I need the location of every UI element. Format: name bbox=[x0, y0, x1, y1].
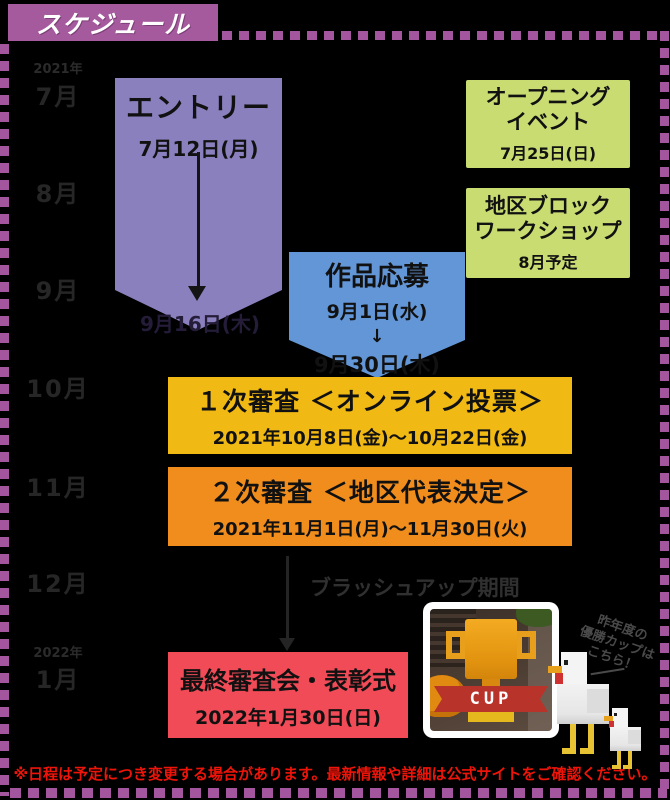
second-review-title: ２次審査 ＜地区代表決定＞ bbox=[209, 477, 531, 507]
workshop-event-card: 地区ブロック ワークショップ 8月予定 bbox=[466, 188, 630, 278]
final-ceremony-card: 最終審査会・表彰式 2022年1月30日(日) bbox=[168, 652, 408, 738]
brushup-label: ブラッシュアップ期間 bbox=[310, 576, 520, 600]
workshop-title-line2: ワークショップ bbox=[474, 218, 622, 243]
trophy-photo[interactable]: CUP bbox=[423, 602, 559, 738]
chicken-wing bbox=[628, 730, 641, 744]
trophy-base bbox=[468, 712, 514, 722]
timeline-year-2021: 2021年 bbox=[33, 62, 83, 77]
first-review-card: １次審査 ＜オンライン投票＞ 2021年10月8日(金)～10月22日(金) bbox=[168, 377, 572, 454]
final-title: 最終審査会・表彰式 bbox=[180, 666, 396, 695]
timeline-month-dec: 12月 bbox=[26, 570, 90, 598]
chicken-foot bbox=[562, 748, 576, 754]
down-arrow-icon bbox=[279, 638, 295, 651]
brushup-arrow-line bbox=[286, 556, 289, 640]
page-title-banner: スケジュール bbox=[8, 4, 218, 41]
submission-end-date: 9月30日(木) bbox=[313, 353, 441, 377]
frame-border-bottom bbox=[10, 788, 667, 798]
first-review-title: １次審査 ＜オンライン投票＞ bbox=[196, 386, 544, 416]
chicken-head bbox=[561, 652, 587, 686]
final-date: 2022年1月30日(日) bbox=[195, 706, 381, 729]
timeline-month-jan: 1月 bbox=[35, 666, 81, 694]
chicken-wattle bbox=[609, 721, 614, 728]
frame-border-right bbox=[660, 31, 669, 796]
minecraft-chicken-large bbox=[543, 652, 623, 762]
opening-title-line2: イベント bbox=[506, 109, 590, 134]
trophy-handle-left bbox=[446, 631, 466, 659]
chicken-leg bbox=[617, 751, 621, 765]
chicken-beak bbox=[548, 666, 562, 673]
opening-title-line1: オープニング bbox=[485, 84, 611, 109]
minecraft-chicken-small bbox=[602, 708, 648, 770]
first-review-period: 2021年10月8日(金)～10月22日(金) bbox=[212, 427, 528, 449]
chicken-eye bbox=[614, 713, 617, 716]
submission-start-date: 9月1日(水) bbox=[326, 301, 428, 323]
chicken-wattle bbox=[555, 673, 563, 684]
entry-duration-arrow bbox=[197, 152, 200, 288]
chicken-foot bbox=[623, 765, 632, 769]
opening-event-card: オープニング イベント 7月25日(日) bbox=[466, 80, 630, 168]
timeline-month-nov: 11月 bbox=[26, 474, 90, 502]
chicken-head bbox=[612, 708, 628, 728]
frame-border-left bbox=[0, 44, 9, 796]
page-title: スケジュール bbox=[35, 9, 191, 39]
frame-border-top bbox=[222, 31, 667, 40]
second-review-period: 2021年11月1日(月)～11月30日(火) bbox=[212, 518, 528, 540]
plant bbox=[516, 609, 552, 627]
schedule-disclaimer: ※日程は予定につき変更する場合があります。最新情報や詳細は公式サイトをご確認くだ… bbox=[13, 765, 657, 783]
cup-label: CUP bbox=[469, 689, 513, 709]
submission-title: 作品応募 bbox=[324, 262, 429, 292]
timeline-month-oct: 10月 bbox=[26, 375, 90, 403]
submission-period-shape bbox=[289, 252, 465, 340]
entry-event: エントリー 7月12日(月) bbox=[115, 86, 282, 162]
trophy-cup-icon bbox=[465, 619, 517, 679]
chicken-leg bbox=[588, 724, 594, 748]
second-review-card: ２次審査 ＜地区代表決定＞ 2021年11月1日(月)～11月30日(火) bbox=[168, 467, 572, 546]
submission-event: 作品応募 9月1日(水) ↓ 9月30日(木) bbox=[289, 256, 465, 379]
trophy-handle-right bbox=[516, 631, 536, 659]
chicken-eye bbox=[564, 660, 568, 665]
chicken-foot bbox=[612, 765, 621, 769]
timeline-month-aug: 8月 bbox=[35, 180, 81, 208]
timeline-year-2022: 2022年 bbox=[33, 646, 83, 661]
submission-period-shape-tip bbox=[289, 340, 465, 378]
trophy-photo-scene: CUP bbox=[430, 609, 552, 731]
chicken-leg bbox=[628, 751, 632, 765]
chicken-wing bbox=[587, 689, 609, 713]
chicken-leg bbox=[570, 724, 576, 748]
workshop-date: 8月予定 bbox=[518, 252, 578, 272]
down-arrow-icon bbox=[188, 286, 206, 301]
timeline-month-sep: 9月 bbox=[35, 277, 81, 305]
trophy-stem bbox=[482, 679, 500, 688]
chicken-beak bbox=[604, 716, 613, 721]
cup-ribbon-banner: CUP bbox=[434, 686, 548, 712]
timeline-month-jul: 7月 bbox=[35, 83, 81, 111]
chicken-foot bbox=[580, 748, 594, 754]
opening-date: 7月25日(日) bbox=[499, 143, 597, 163]
workshop-title-line1: 地区ブロック bbox=[485, 193, 611, 218]
entry-end-date: 9月16日(木) bbox=[139, 312, 261, 336]
entry-title: エントリー bbox=[125, 91, 271, 124]
down-arrow-icon: ↓ bbox=[369, 326, 385, 347]
